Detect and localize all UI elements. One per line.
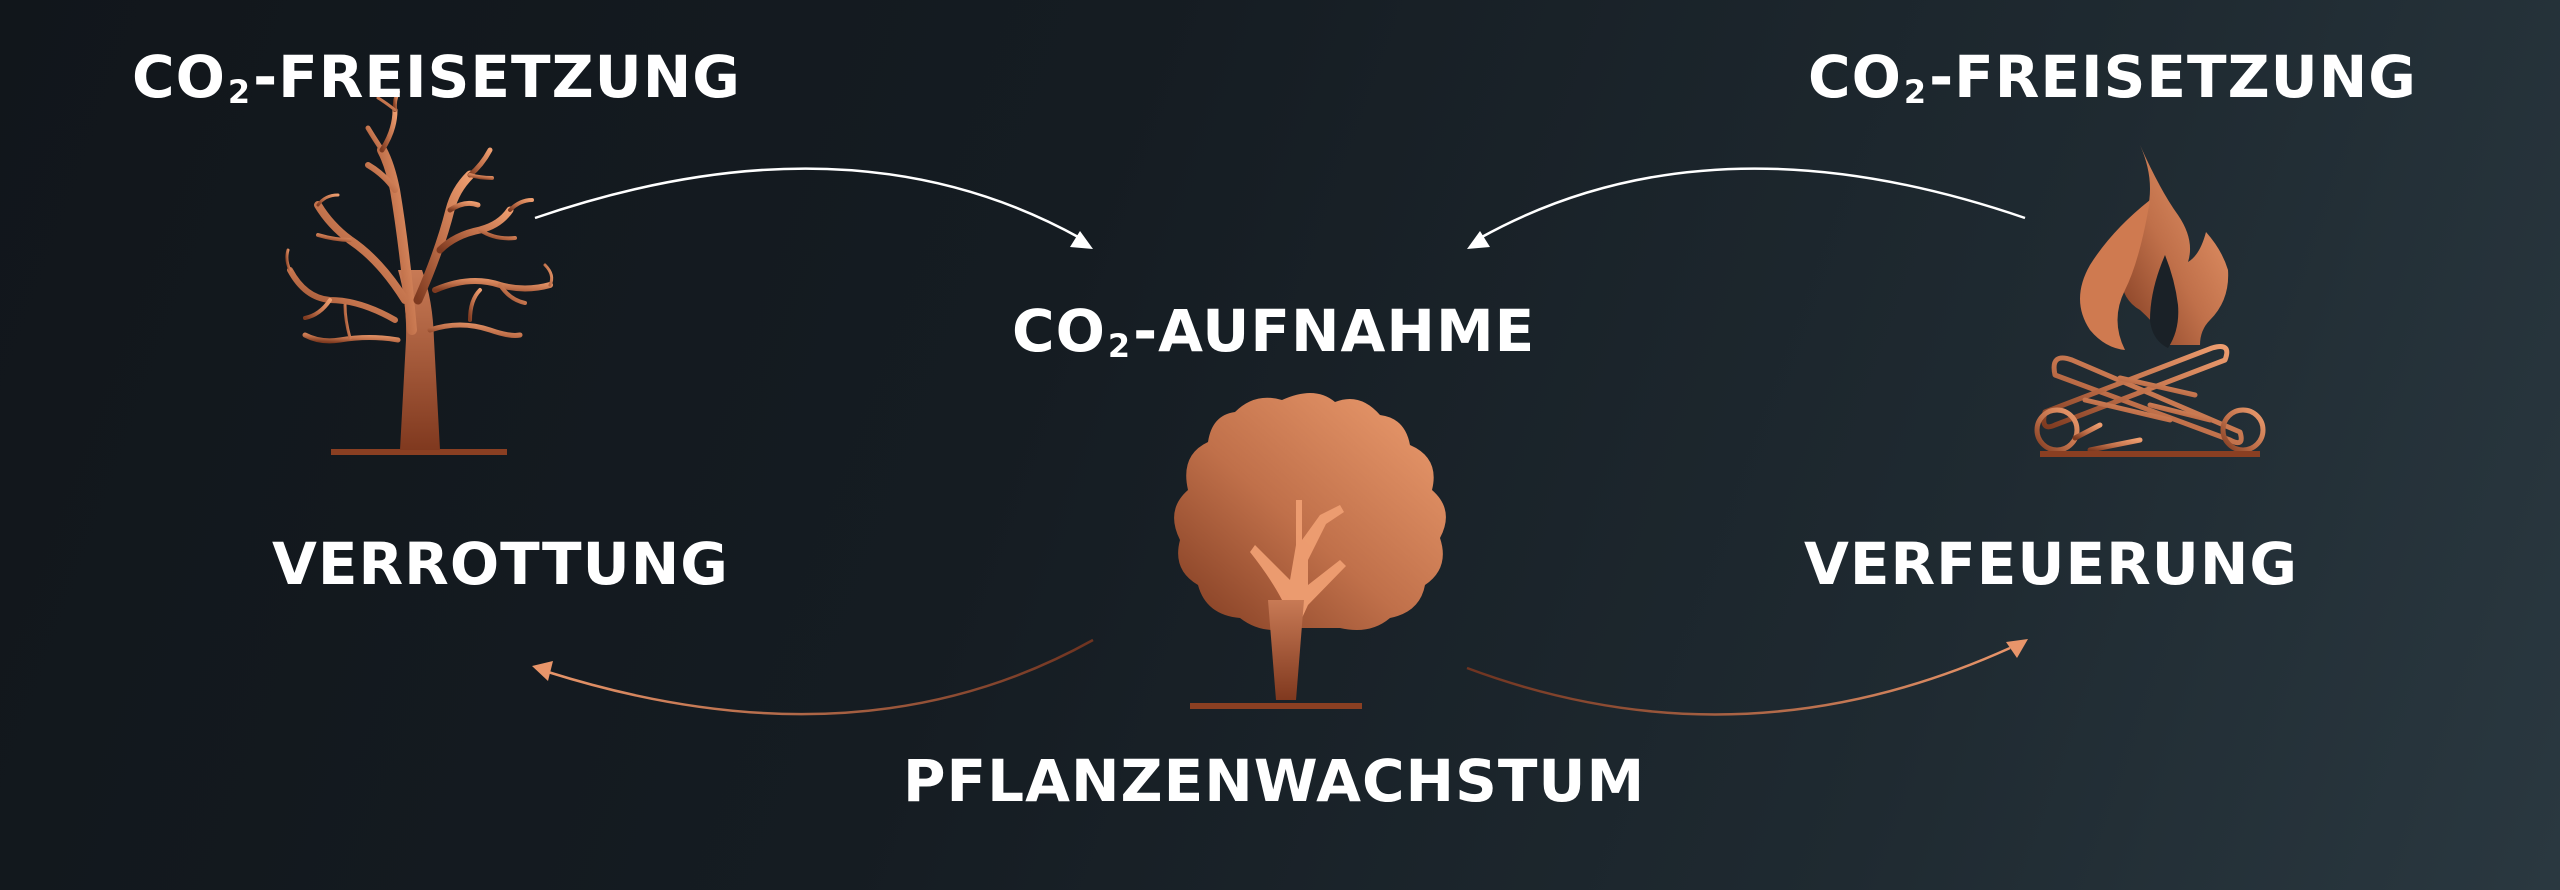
arrow-fire-to-uptake: [1467, 167, 2026, 249]
arrow-rot-to-uptake: [534, 167, 1093, 249]
co2-uptake-label: CO2-AUFNAHME: [1012, 302, 1535, 363]
campfire-icon: [2034, 145, 2266, 457]
co2-release-left-subscript: 2: [227, 72, 252, 111]
co2-release-label-left: CO2-FREISETZUNG: [132, 48, 741, 109]
co2-uptake-suffix: -AUFNAHME: [1133, 297, 1536, 365]
arrow-growth-to-fire: [1466, 639, 2028, 716]
co2-release-left-prefix: CO: [132, 43, 226, 111]
leafy-tree-icon: [1174, 392, 1446, 709]
co2-uptake-prefix: CO: [1012, 297, 1106, 365]
co2-uptake-subscript: 2: [1107, 326, 1132, 365]
co2-release-right-prefix: CO: [1808, 43, 1902, 111]
rotting-label: VERROTTUNG: [272, 530, 729, 598]
co2-release-right-subscript: 2: [1903, 72, 1928, 111]
plant-growth-label: PFLANZENWACHSTUM: [903, 747, 1646, 815]
co2-release-label-right: CO2-FREISETZUNG: [1808, 48, 2417, 109]
burning-label: VERFEUERUNG: [1804, 530, 2299, 598]
arrow-growth-to-rot: [532, 638, 1094, 716]
co2-release-right-suffix: -FREISETZUNG: [1929, 43, 2417, 111]
bare-tree-icon: [285, 90, 554, 455]
co2-release-left-suffix: -FREISETZUNG: [253, 43, 741, 111]
